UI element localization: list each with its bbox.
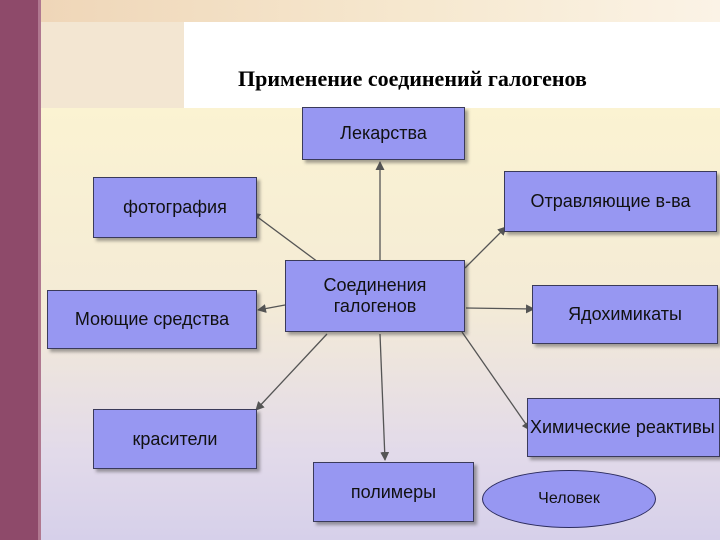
arrow-to-polymers — [379, 333, 390, 461]
node-detergents: Моющие средства — [47, 290, 257, 349]
arrow-to-chemical-reagents — [461, 331, 531, 431]
node-dyes: красители — [93, 409, 257, 469]
arrow-to-photography — [251, 212, 319, 263]
node-photography: фотография — [93, 177, 257, 238]
node-medicines: Лекарства — [302, 107, 465, 160]
node-chemical-reagents: Химические реактивы — [527, 398, 720, 457]
left-accent-edge — [38, 0, 41, 540]
arrow-to-detergents — [257, 304, 286, 313]
slide-title: Применение соединений галогенов — [238, 66, 587, 91]
title-panel — [184, 22, 720, 108]
center-label: Соединения галогенов — [323, 275, 427, 316]
title-side-panel — [41, 22, 184, 108]
arrow-to-pesticides — [465, 304, 535, 314]
top-strip — [41, 0, 720, 22]
node-human: Человек — [482, 470, 656, 528]
node-poison-agents: Отравляющие в-ва — [504, 171, 717, 232]
arrow-to-poison-agents — [464, 226, 507, 269]
left-accent-bar — [0, 0, 38, 540]
node-pesticides: Ядохимикаты — [532, 285, 718, 344]
node-polymers: полимеры — [313, 462, 474, 522]
arrow-to-dyes — [255, 333, 328, 411]
node-center-halogen-compounds: Соединения галогенов — [285, 260, 465, 332]
